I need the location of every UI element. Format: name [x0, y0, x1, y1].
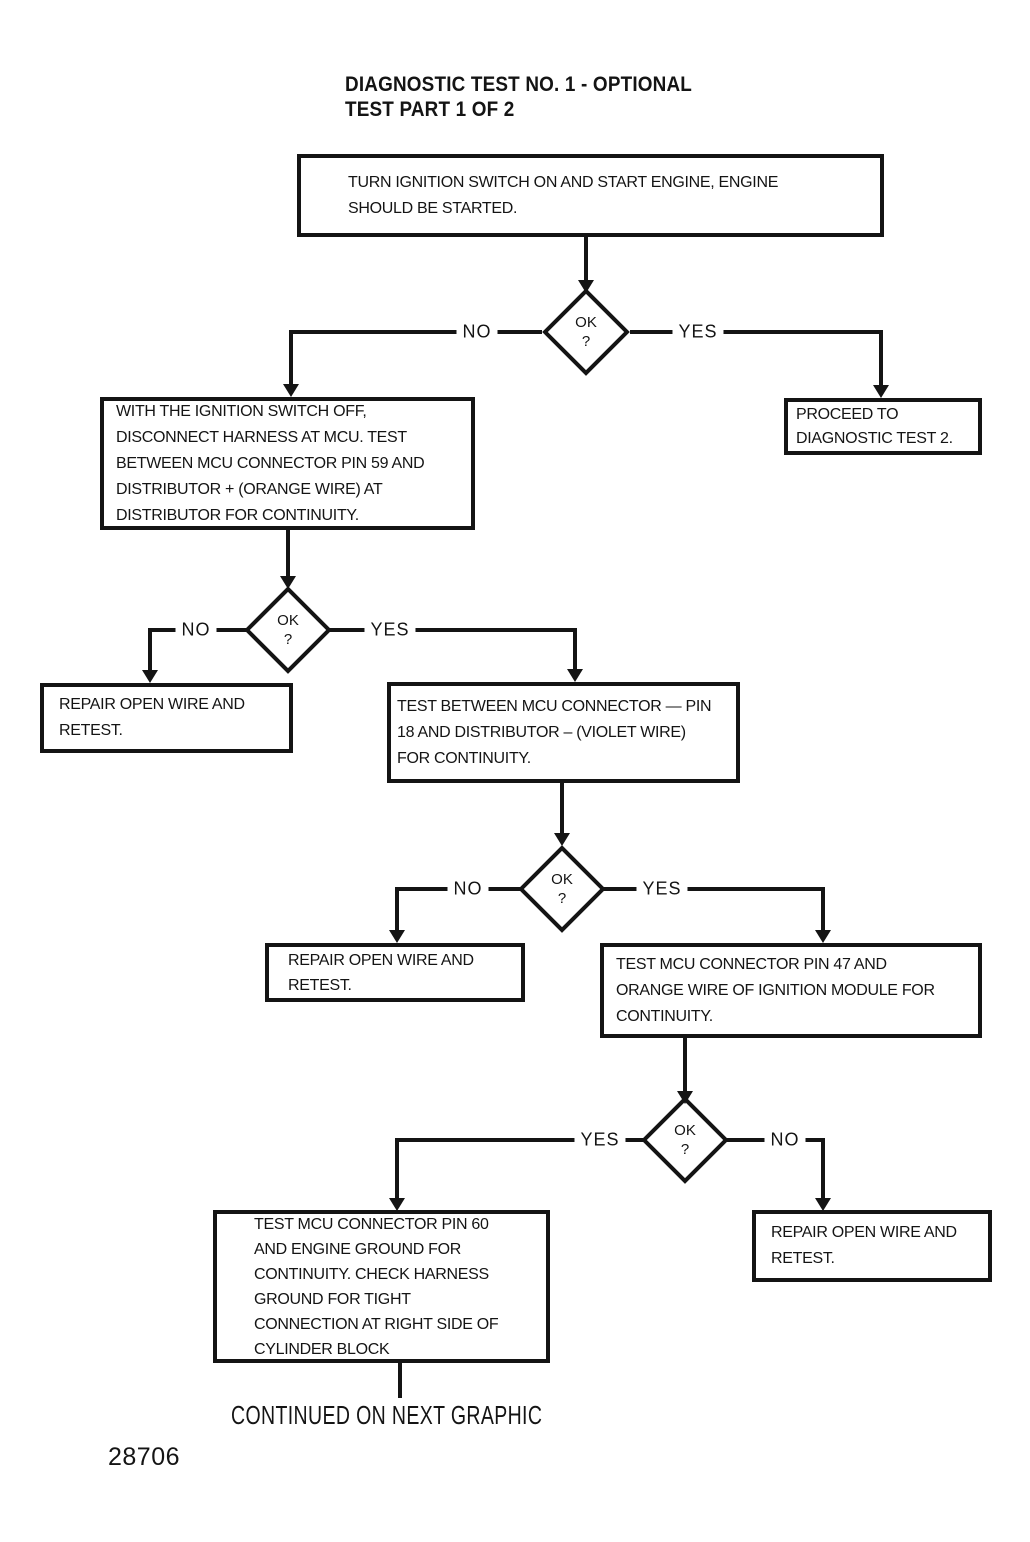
arrowhead-down-icon [567, 669, 583, 682]
arrowhead-down-icon [389, 1198, 405, 1211]
flow-box-test-pin-60: TEST MCU CONNECTOR PIN 60 AND ENGINE GRO… [213, 1210, 550, 1363]
figure-number: 28706 [108, 1443, 181, 1471]
decision-question-mark: ? [680, 1141, 690, 1158]
connector-line [821, 1138, 825, 1200]
connector-line [329, 628, 577, 632]
connector-line [291, 330, 542, 334]
decision-ok-text: OK [674, 1122, 696, 1139]
decision-ok-text: OK [575, 314, 597, 331]
connector-line [879, 330, 883, 387]
connector-line [289, 330, 293, 386]
connector-line [395, 1138, 399, 1200]
arrowhead-down-icon [280, 576, 296, 589]
decision-ok-text: OK [277, 612, 299, 629]
decision-question-mark: ? [283, 631, 293, 648]
connector-line [148, 628, 152, 672]
connector-line [286, 530, 290, 578]
connector-line [395, 887, 399, 932]
flow-box-start: TURN IGNITION SWITCH ON AND START ENGINE… [297, 154, 884, 237]
branch-label-yes: YES [636, 878, 688, 900]
arrowhead-down-icon [283, 384, 299, 397]
branch-label-no: NO [447, 878, 489, 900]
decision-diamond-4-label: OK ? [653, 1121, 717, 1159]
arrowhead-down-icon [815, 1198, 831, 1211]
flow-box-test-pin-18: TEST BETWEEN MCU CONNECTOR — PIN 18 AND … [387, 682, 740, 783]
page-title: DIAGNOSTIC TEST NO. 1 - OPTIONAL TEST PA… [345, 73, 693, 121]
decision-question-mark: ? [581, 333, 591, 350]
connector-line [398, 1363, 402, 1398]
branch-label-yes: YES [364, 619, 416, 641]
arrowhead-down-icon [142, 670, 158, 683]
branch-label-yes: YES [672, 321, 724, 343]
arrowhead-down-icon [389, 930, 405, 943]
arrowhead-down-icon [873, 385, 889, 398]
flow-box-test-pin-47: TEST MCU CONNECTOR PIN 47 AND ORANGE WIR… [600, 943, 982, 1038]
flow-box-proceed-to-test-2: PROCEED TO DIAGNOSTIC TEST 2. [784, 398, 982, 455]
decision-diamond-3-label: OK ? [530, 870, 594, 908]
flow-box-repair-open-wire-1: REPAIR OPEN WIRE AND RETEST. [40, 683, 293, 753]
arrowhead-down-icon [554, 833, 570, 846]
connector-line [601, 887, 825, 891]
arrowhead-down-icon [677, 1091, 693, 1104]
connector-line [683, 1038, 687, 1093]
arrowhead-down-icon [578, 280, 594, 293]
branch-label-no: NO [764, 1129, 806, 1151]
decision-question-mark: ? [557, 890, 567, 907]
connector-line [630, 330, 883, 334]
connector-line [397, 1138, 645, 1142]
branch-label-no: NO [456, 321, 498, 343]
flow-box-repair-open-wire-2: REPAIR OPEN WIRE AND RETEST. [265, 943, 525, 1002]
decision-diamond-2-label: OK ? [256, 611, 320, 649]
branch-label-yes: YES [574, 1129, 626, 1151]
connector-line [573, 628, 577, 671]
decision-ok-text: OK [551, 871, 573, 888]
connector-line [584, 237, 588, 282]
flow-box-test-pin-59: WITH THE IGNITION SWITCH OFF, DISCONNECT… [100, 397, 475, 530]
arrowhead-down-icon [815, 930, 831, 943]
branch-label-no: NO [175, 619, 217, 641]
decision-diamond-1-label: OK ? [554, 313, 618, 351]
connector-line [821, 887, 825, 932]
continued-note: CONTINUED ON NEXT GRAPHIC [231, 1400, 543, 1430]
flow-box-repair-open-wire-3: REPAIR OPEN WIRE AND RETEST. [752, 1210, 992, 1282]
connector-line [560, 783, 564, 835]
